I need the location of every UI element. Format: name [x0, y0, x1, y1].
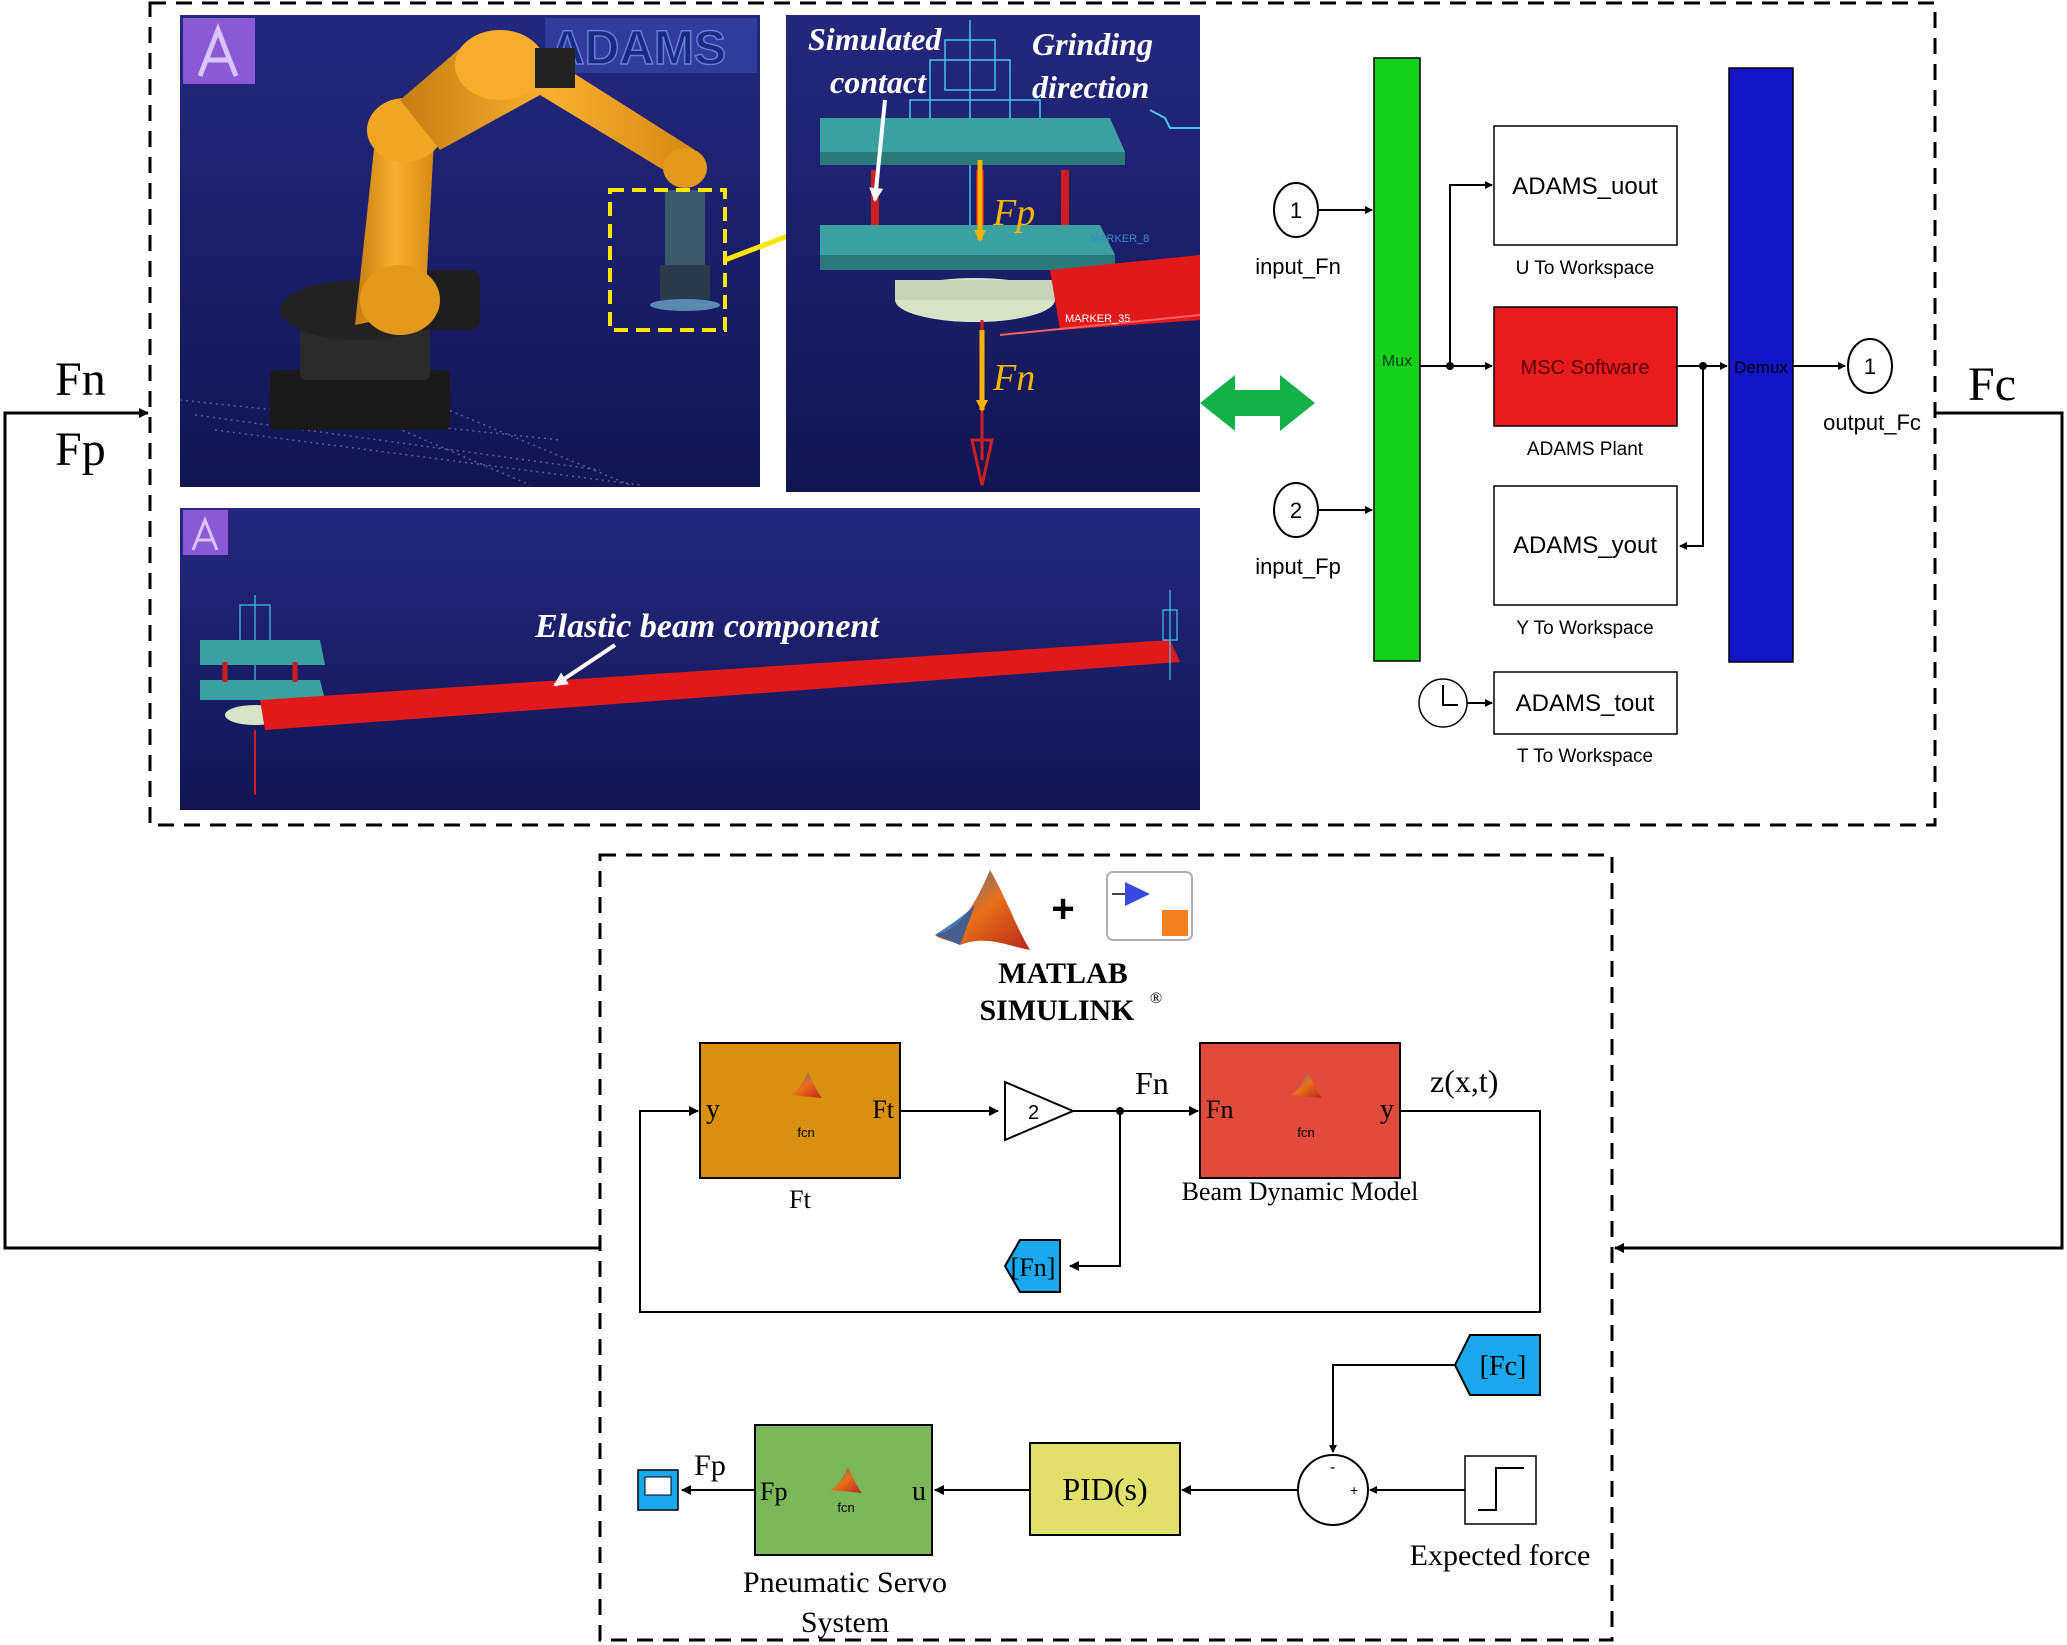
sum-minus-sign: - — [1330, 1459, 1335, 1476]
ft-block-input-label: y — [706, 1094, 720, 1125]
matlab-simulink-diagram: y Ft fcn Ft 2 Fn [Fn] Fn y fcn Beam Dyna… — [637, 1042, 1591, 1639]
fn-signal-label: Fn — [1135, 1065, 1169, 1101]
fcn-icon — [830, 1467, 862, 1493]
inport-1-label: input_Fn — [1255, 254, 1341, 279]
beam-output-label: y — [1380, 1094, 1394, 1125]
fcn-icon — [1290, 1072, 1322, 1098]
beam-caption: Beam Dynamic Model — [1182, 1177, 1419, 1206]
mux-label: Mux — [1382, 353, 1412, 370]
servo-input-label: Fp — [760, 1477, 787, 1506]
servo-caption-2: System — [801, 1606, 889, 1639]
outport-1-number: 1 — [1864, 354, 1876, 379]
yout-label: ADAMS_yout — [1513, 532, 1657, 559]
matlab-title-1: MATLAB — [998, 957, 1127, 990]
simulated-contact-label-2: contact — [830, 64, 927, 100]
inport-2-label: input_Fp — [1255, 554, 1341, 579]
from-fc-tag — [1453, 1334, 1541, 1396]
servo-output-label: u — [912, 1476, 926, 1507]
adams-logo-text: ADAMS — [550, 22, 726, 75]
adams-plant-block — [1493, 306, 1678, 427]
z-signal-label: z(x,t) — [1430, 1063, 1498, 1099]
pid-label: PID(s) — [1062, 1471, 1147, 1507]
gain-block — [1004, 1080, 1076, 1142]
goto-fn-tag — [1003, 1239, 1061, 1293]
grinding-direction-label-1: Grinding — [1032, 26, 1153, 62]
uout-caption: U To Workspace — [1516, 258, 1655, 279]
ft-caption: Ft — [789, 1185, 811, 1214]
tout-caption: T To Workspace — [1517, 746, 1653, 767]
force-fp-label: Fp — [992, 192, 1035, 234]
right-feedback-line — [1614, 411, 2064, 1253]
yout-caption: Y To Workspace — [1516, 618, 1653, 639]
demux-label: Demux — [1734, 358, 1788, 377]
step-block — [1464, 1455, 1537, 1525]
gain-value: 2 — [1028, 1102, 1039, 1124]
servo-fcn-label: fcn — [837, 1500, 854, 1515]
matlab-logos: + MATLAB SIMULINK ® — [935, 870, 1193, 1027]
outport-1 — [1847, 338, 1893, 394]
tout-label: ADAMS_tout — [1516, 690, 1655, 717]
fcn-icon — [790, 1072, 822, 1098]
elastic-beam-label: Elastic beam component — [534, 608, 880, 645]
yout-block — [1493, 485, 1678, 606]
fp-outer-label: Fp — [55, 423, 106, 476]
marker-label-35: MARKER_35 — [1065, 313, 1130, 325]
beam-fcn-label: fcn — [1297, 1125, 1314, 1140]
adams-contact-panel: MARKER_8 MARKER_35 Simulated contact Gri… — [786, 15, 1201, 492]
adams-a-logo-small — [183, 510, 228, 555]
fn-outer-label: Fn — [55, 353, 106, 406]
ft-block-output-label: Ft — [872, 1095, 894, 1124]
inport-2 — [1273, 482, 1319, 538]
plant-caption: ADAMS Plant — [1527, 439, 1644, 460]
expected-force-label: Expected force — [1410, 1539, 1591, 1572]
registered-mark: ® — [1150, 990, 1162, 1007]
inport-2-number: 2 — [1290, 498, 1302, 523]
ft-fcn-label: fcn — [797, 1125, 814, 1140]
from-fc-label: [Fc] — [1480, 1351, 1527, 1382]
inport-1-number: 1 — [1290, 198, 1302, 223]
sum-plus-sign: + — [1350, 1482, 1358, 1498]
outport-1-label: output_Fc — [1823, 410, 1921, 435]
marker-label-8: MARKER_8 — [1090, 233, 1149, 245]
matlab-title-2: SIMULINK — [979, 994, 1135, 1027]
left-feedback-line — [3, 408, 600, 1250]
mux-block — [1373, 57, 1421, 662]
servo-caption-1: Pneumatic Servo — [743, 1566, 947, 1599]
force-fn-label: Fn — [992, 357, 1035, 399]
fc-outer-label: Fc — [1968, 358, 2016, 411]
goto-fn-label: [Fn] — [1011, 1253, 1056, 1282]
simulated-contact-label-1: Simulated — [808, 21, 942, 57]
ft-block — [699, 1042, 901, 1179]
plant-label: MSC Software — [1521, 357, 1650, 379]
adams-simulink-diagram: 1 input_Fn 2 input_Fp Mux ADAMS_uout U T… — [1255, 57, 1921, 767]
demux-block — [1728, 67, 1794, 663]
inport-1 — [1273, 182, 1319, 238]
tout-block — [1493, 671, 1678, 735]
pid-block — [1029, 1442, 1181, 1536]
uout-label: ADAMS_uout — [1512, 173, 1658, 200]
elastic-beam-shape — [260, 640, 1180, 730]
adams-beam-panel: Elastic beam component — [180, 508, 1200, 810]
logo-plus: + — [1051, 887, 1074, 931]
beam-model-block — [1199, 1042, 1401, 1179]
fp-signal-label: Fp — [694, 1449, 726, 1482]
beam-input-label: Fn — [1206, 1095, 1233, 1124]
adams-robot-panel: ADAMS — [179, 15, 815, 487]
uout-block — [1493, 125, 1678, 246]
grinding-direction-label-2: direction — [1032, 69, 1149, 105]
cosim-bidirectional-arrow — [1200, 375, 1315, 431]
